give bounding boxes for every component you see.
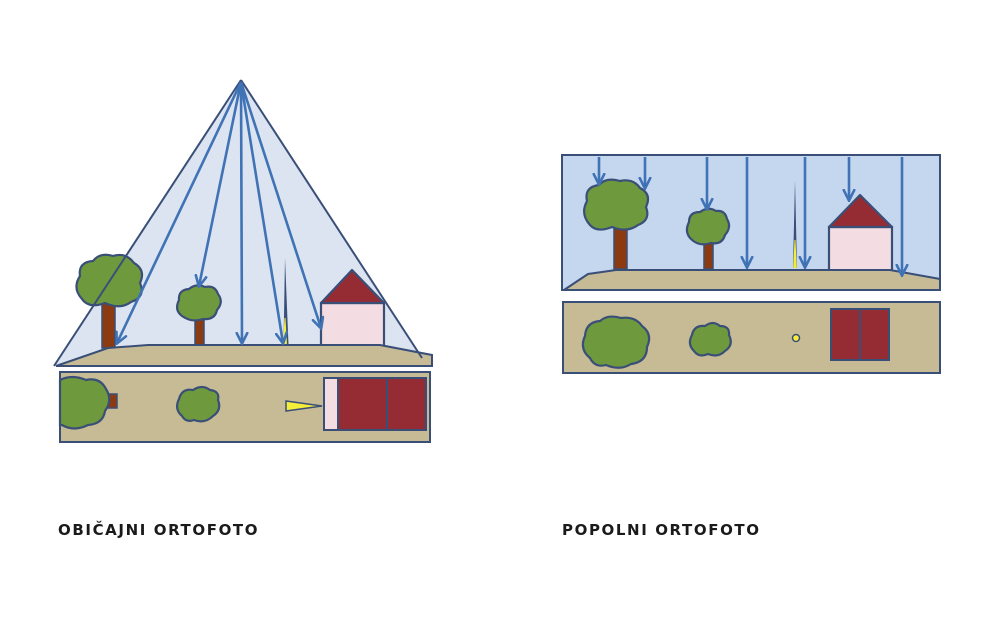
pole-icon xyxy=(793,180,797,268)
house-icon xyxy=(830,308,890,361)
tree-icon xyxy=(581,315,651,369)
ground-profile xyxy=(55,344,433,367)
projection-edge xyxy=(53,79,242,367)
pole-icon xyxy=(285,400,323,412)
ground-profile xyxy=(560,269,941,291)
ordinary-orthophoto-caption: OBIČAJNI ORTOFOTO xyxy=(58,521,260,539)
tree-icon xyxy=(583,178,650,270)
tree-icon xyxy=(58,375,118,430)
arrow-icon xyxy=(241,81,242,343)
pole-icon xyxy=(791,333,801,343)
house-icon xyxy=(323,377,427,431)
tree-icon xyxy=(688,321,732,357)
tree-icon xyxy=(175,385,221,423)
arrow-icon xyxy=(239,81,283,343)
house-icon xyxy=(827,193,894,274)
ordinary-orthophoto-panel xyxy=(53,79,433,443)
tree-icon xyxy=(175,284,222,348)
projection-edge xyxy=(240,79,423,359)
arrow-icon xyxy=(117,81,243,343)
true-orthophoto-result xyxy=(562,301,941,374)
arrow-icon xyxy=(239,81,321,328)
true-orthophoto-caption: POPOLNI ORTOFOTO xyxy=(562,521,761,539)
ordinary-orthophoto-result xyxy=(58,371,431,443)
projection-rays xyxy=(117,81,321,343)
arrow-icon xyxy=(199,81,243,286)
true-orthophoto-panel xyxy=(560,154,941,374)
tree-icon xyxy=(685,207,731,270)
parallel-rays xyxy=(599,157,902,275)
